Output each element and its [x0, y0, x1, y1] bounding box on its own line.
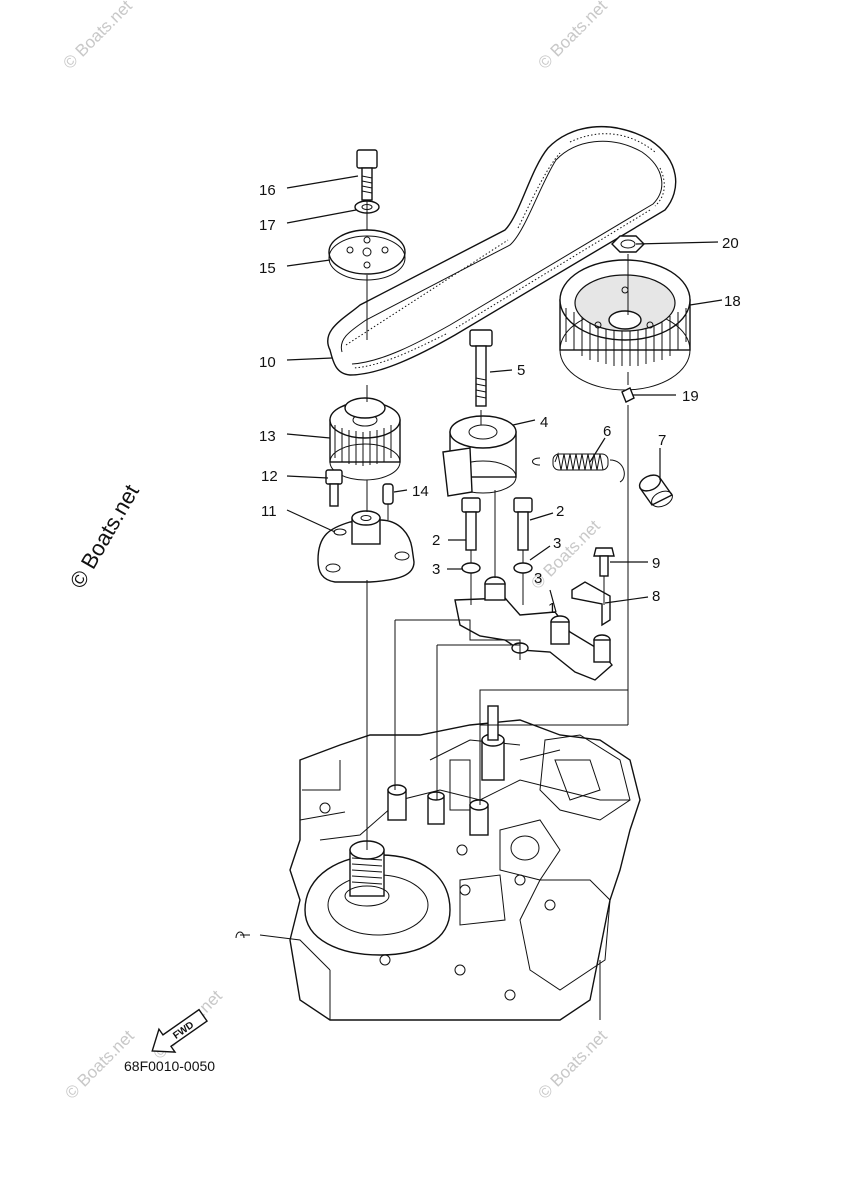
- callout-6: 6: [603, 423, 611, 440]
- watermark-top-right: © Boats.net: [534, 0, 611, 73]
- pin-14: [382, 483, 394, 505]
- drive-sprocket-13: [329, 397, 401, 481]
- callout-2-right: 2: [556, 503, 564, 520]
- diagram-code: 68F0010-0050: [124, 1058, 215, 1074]
- callout-9: 9: [652, 555, 660, 572]
- alignment-lines: [366, 200, 629, 850]
- leader-lines: [286, 175, 723, 613]
- callout-2-left: 2: [432, 532, 440, 549]
- forward-arrow-icon: FWD: [151, 1008, 209, 1053]
- callout-16: 16: [259, 182, 276, 199]
- callout-8: 8: [652, 588, 660, 605]
- callout-5: 5: [517, 362, 525, 379]
- callout-13: 13: [259, 428, 276, 445]
- callout-10: 10: [259, 354, 276, 371]
- collar-7: [638, 474, 674, 508]
- callout-19: 19: [682, 388, 699, 405]
- callout-3-left: 3: [432, 561, 440, 578]
- timing-belt: [327, 126, 677, 376]
- callout-7: 7: [658, 432, 666, 449]
- bolt-2-right: [513, 497, 533, 551]
- bolt-12: [325, 469, 343, 507]
- camshaft-pulley-18: [559, 259, 691, 391]
- callout-12: 12: [261, 468, 278, 485]
- callout-18: 18: [724, 293, 741, 310]
- key-19: [621, 387, 635, 403]
- oil-pump-housing-11: [317, 510, 415, 583]
- bolt-5: [469, 329, 493, 407]
- watermark-bottom-right: © Boats.net: [534, 1026, 611, 1103]
- callout-15: 15: [259, 260, 276, 277]
- bolt-9: [593, 547, 615, 577]
- plate-15: [328, 229, 406, 281]
- callout-14: 14: [412, 483, 429, 500]
- washer-3-left: [461, 562, 481, 574]
- callout-1: 1: [548, 600, 556, 617]
- bolt-16: [356, 149, 378, 201]
- callout-labels: 16 17 15 10 13 12 11 14 5 4 6 7 2 2 3 3 …: [259, 182, 741, 617]
- washer-3-right: [513, 562, 533, 574]
- callout-11: 11: [261, 503, 277, 520]
- spring-6: [532, 452, 625, 483]
- bolt-2-left: [461, 497, 481, 551]
- callout-4: 4: [540, 414, 548, 431]
- callout-17: 17: [259, 217, 276, 234]
- callout-20: 20: [722, 235, 739, 252]
- bracket-8: [571, 581, 611, 627]
- callout-3-center: 3: [534, 570, 542, 587]
- callout-3-right: 3: [553, 535, 561, 552]
- tensioner-arm-1: [454, 576, 613, 681]
- engine-block: [235, 705, 641, 1021]
- watermark-main: © Boats.net: [65, 480, 144, 592]
- watermark-top-left: © Boats.net: [59, 0, 136, 73]
- tensioner-pulley-4: [442, 415, 517, 497]
